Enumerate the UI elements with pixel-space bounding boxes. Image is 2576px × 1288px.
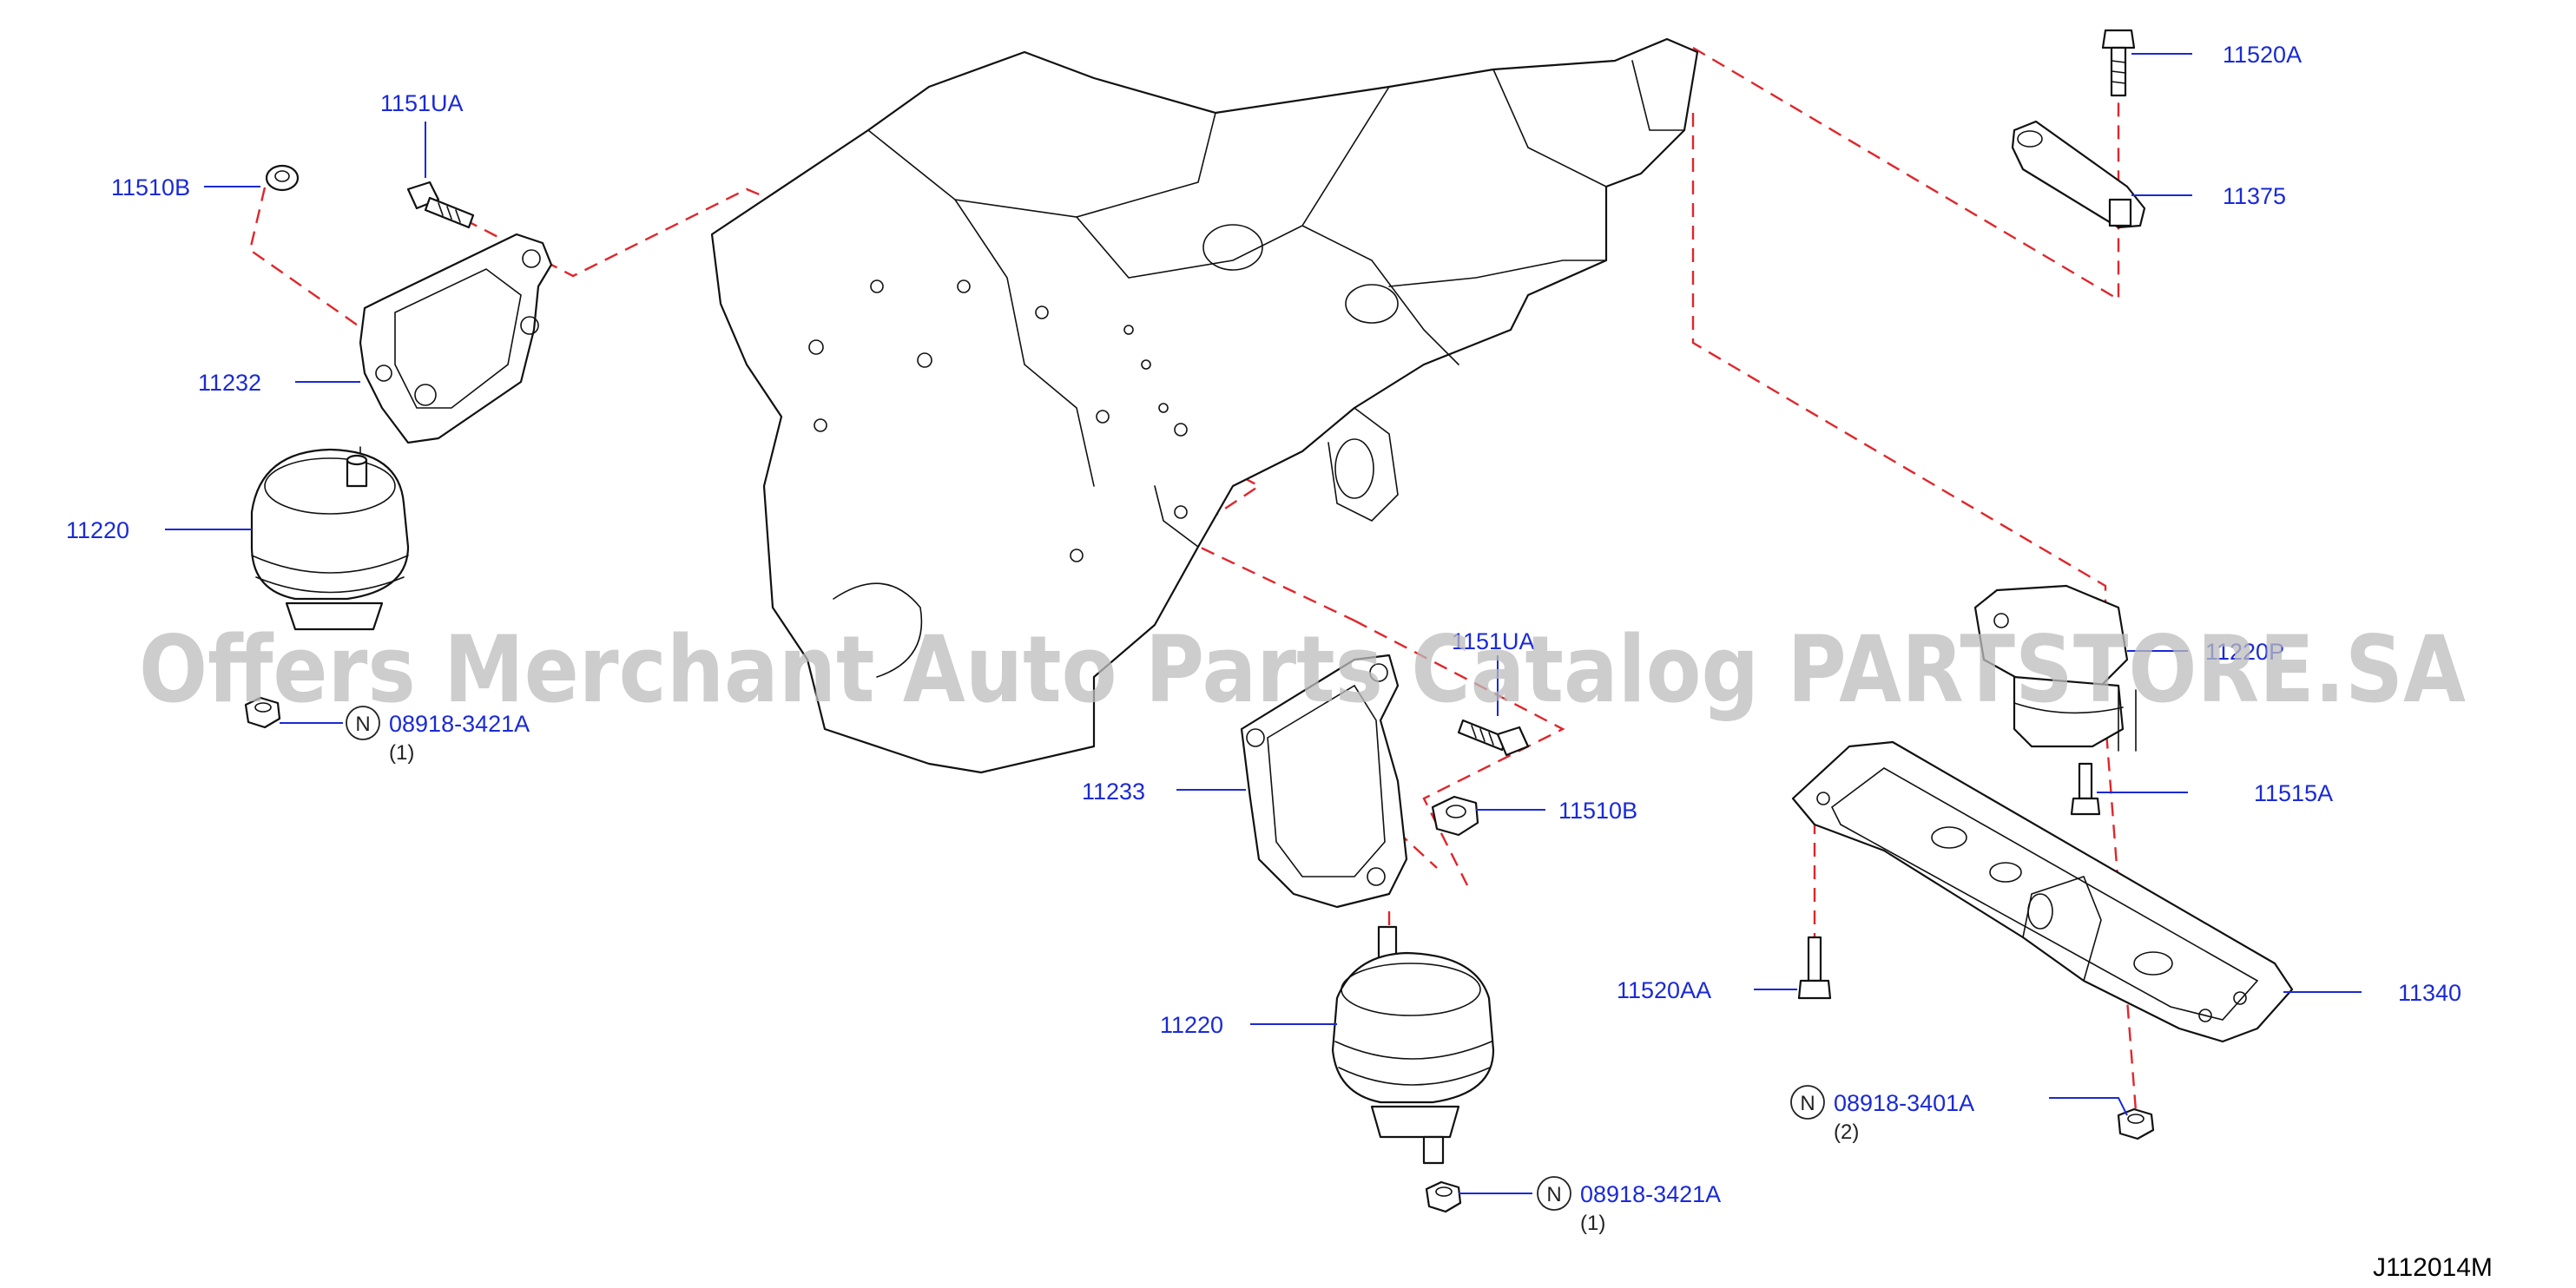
nut-11510b-left: [265, 164, 300, 192]
bracket-11232: [359, 233, 553, 444]
nut-08918-3421a-left: [244, 696, 281, 729]
crossmember-11340: [1791, 740, 2294, 1043]
callout-11220-mid[interactable]: 11220: [1160, 1012, 1223, 1038]
callout-08918-3421a-mid[interactable]: 08918-3421A: [1580, 1181, 1721, 1207]
bolt-1151ua-mid: [1457, 719, 1530, 757]
middle-mount-group: [1240, 654, 1530, 1213]
callout-08918-3421a-left[interactable]: 08918-3421A: [389, 711, 530, 737]
nut-08918-3421a-mid: [1425, 1180, 1462, 1213]
callout-11233[interactable]: 11233: [1082, 779, 1145, 805]
transmission-assembly-illustration: [710, 37, 1699, 774]
quantity-right: (2): [1834, 1120, 1859, 1144]
leader-lines: [165, 53, 2362, 1194]
callout-11340[interactable]: 11340: [2398, 980, 2461, 1006]
callout-08918-3401a[interactable]: 08918-3401A: [1834, 1090, 1974, 1116]
quantity-mid: (1): [1580, 1212, 1605, 1235]
left-mount-group: [244, 164, 553, 729]
watermark: Offers Merchant Auto Parts Catalog PARTS…: [139, 616, 2466, 723]
right-mount-group: [1791, 29, 2294, 1140]
insulator-11220p: [1973, 584, 2137, 752]
n-mark-mid: N: [1546, 1183, 1561, 1206]
callout-labels: 1151UA 11510B 11232 11220 N 08918-3421A …: [66, 42, 2461, 1235]
insulator-11220-left: [250, 446, 410, 631]
nut-11510b-mid: [1431, 795, 1479, 837]
callout-11375[interactable]: 11375: [2223, 183, 2286, 209]
callout-1151ua-top[interactable]: 1151UA: [380, 90, 464, 116]
n-mark-left: N: [355, 713, 370, 736]
bolt-11520aa: [1797, 936, 1832, 1000]
n-mark-right: N: [1800, 1092, 1815, 1115]
diagram-code: J112014M: [2373, 1253, 2493, 1282]
n-mark-circle-left: [346, 706, 380, 740]
callout-11520a[interactable]: 11520A: [2223, 42, 2302, 68]
bolt-11520a: [2101, 29, 2136, 97]
callout-11510b-mid[interactable]: 11510B: [1558, 798, 1637, 824]
callout-11510b-left[interactable]: 11510B: [111, 174, 190, 200]
bracket-11233: [1240, 654, 1408, 909]
n-mark-circle-mid: [1537, 1176, 1571, 1211]
callout-11220p[interactable]: 11220P: [2205, 639, 2284, 665]
callout-11220-left[interactable]: 11220: [66, 517, 129, 543]
callout-11520aa[interactable]: 11520AA: [1617, 977, 1711, 1003]
n-mark-circle-right: [1790, 1085, 1825, 1120]
bolt-11515a: [2070, 762, 2101, 816]
bolt-1151ua-left: [406, 181, 475, 229]
callout-11515a[interactable]: 11515A: [2254, 780, 2333, 806]
callout-1151ua-mid[interactable]: 1151UA: [1452, 628, 1535, 654]
link-11375: [2011, 120, 2146, 229]
nut-08918-3401a: [2117, 1107, 2155, 1140]
callout-11232[interactable]: 11232: [198, 370, 261, 396]
insulator-11220-mid: [1331, 925, 1495, 1165]
quantity-left: (1): [389, 741, 414, 765]
